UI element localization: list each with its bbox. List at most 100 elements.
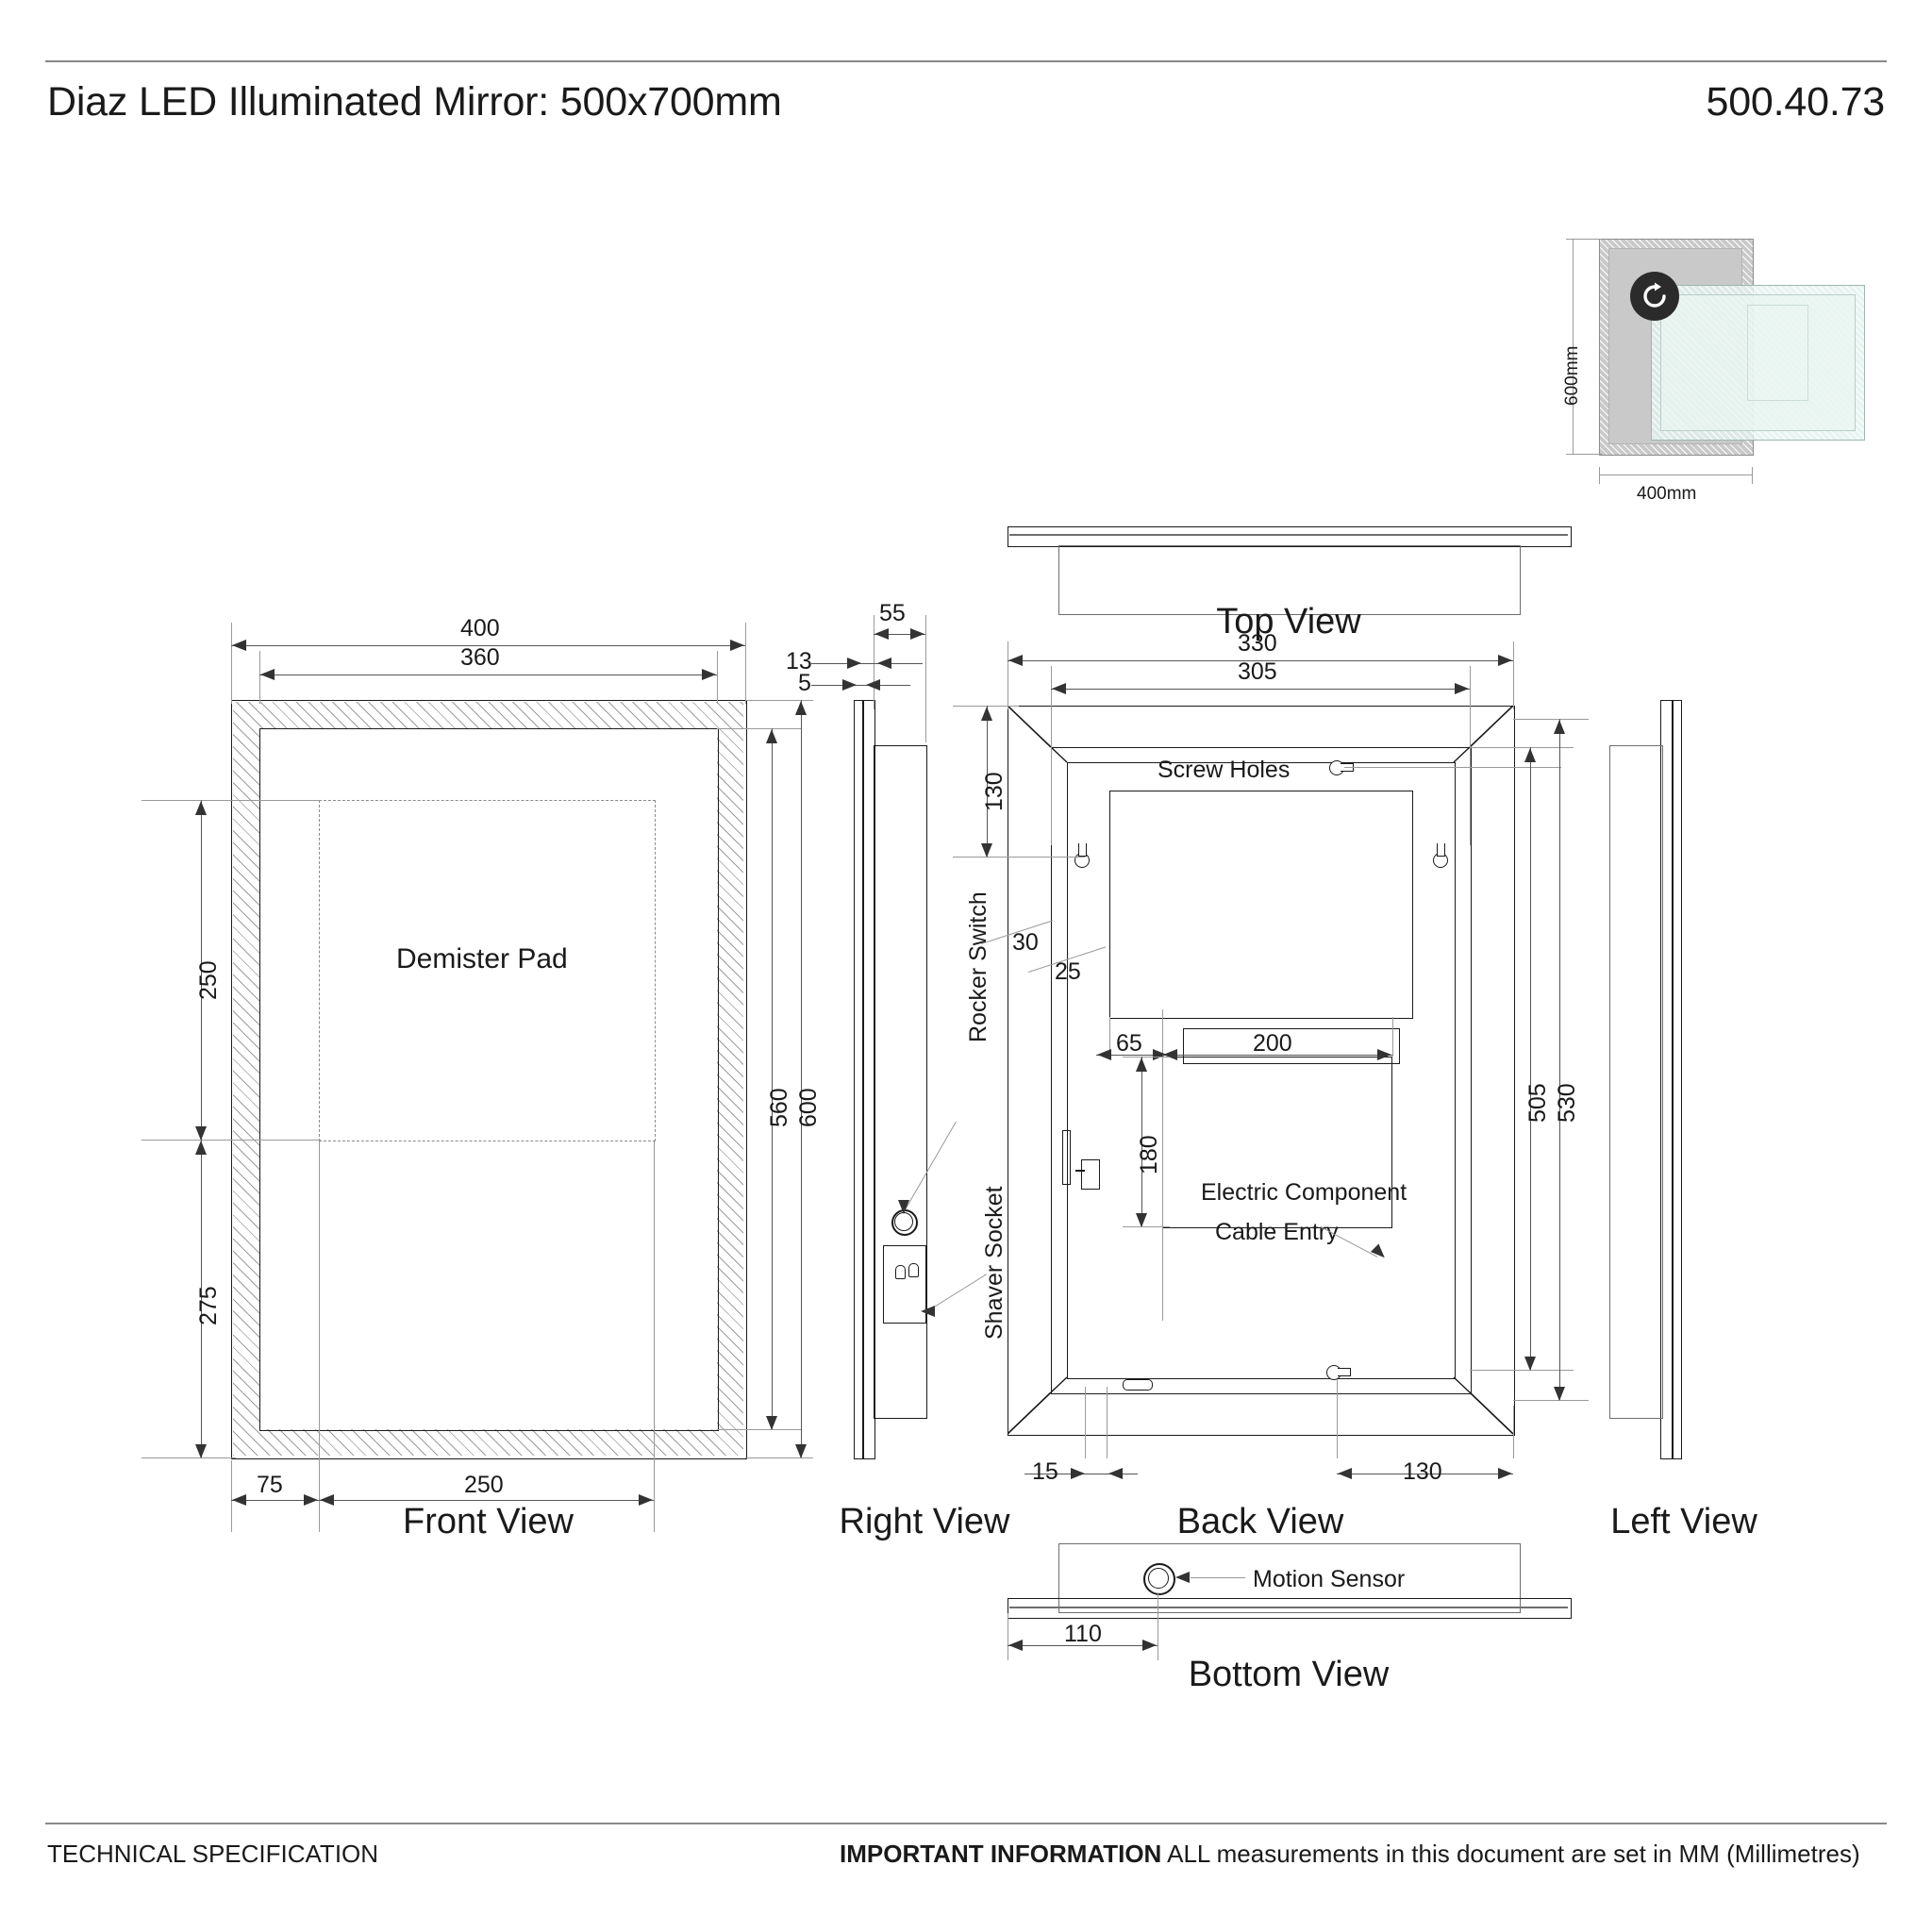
- electric-component-label: Electric Component: [1201, 1179, 1407, 1206]
- back-ext-505-t: [1470, 747, 1574, 748]
- right-dim-13: 13: [786, 648, 812, 675]
- front-arrow-360-left: [260, 669, 275, 680]
- back-ext-530-b: [1513, 1400, 1589, 1401]
- thumbnail-landscape-inner2: [1747, 305, 1808, 401]
- bottom-view: Motion Sensor 110 Bottom View: [1008, 1543, 1572, 1694]
- back-dim-15: 15: [1032, 1458, 1058, 1485]
- front-dimline-250b: [319, 1500, 654, 1502]
- shaver-socket-arrow: [921, 1306, 935, 1317]
- back-bevel-lines2: [1051, 747, 1471, 1393]
- thumbnail-landscape-inner: [1660, 294, 1856, 431]
- back-dimline-130: [987, 706, 989, 857]
- back-arrow-15-b: [1108, 1468, 1123, 1479]
- back-view-title: Back View: [1176, 1502, 1344, 1541]
- back-ext-530-t: [1513, 719, 1589, 720]
- right-ext-55-right: [925, 615, 926, 742]
- back-dimline-305: [1051, 689, 1470, 691]
- back-dimline-330: [1008, 660, 1513, 662]
- back-connector-bar: [1183, 1028, 1400, 1064]
- front-dim-400: 400: [460, 615, 500, 641]
- back-dimline-530: [1559, 719, 1561, 1400]
- front-ext-top-600: [745, 700, 813, 701]
- rotate-icon: [1630, 272, 1679, 321]
- thumb-height-tick-bottom: [1566, 454, 1602, 455]
- back-ext-305-r: [1470, 666, 1471, 845]
- cable-entry-label: Cable Entry: [1215, 1219, 1339, 1245]
- bottom-arrow-110-r: [1142, 1640, 1157, 1651]
- demister-pad-label: Demister Pad: [396, 943, 568, 974]
- top-view-title: Top View: [1216, 602, 1361, 641]
- right-view-title: Right View: [839, 1502, 1010, 1541]
- motion-sensor-inner-icon: [1148, 1568, 1169, 1589]
- left-glass-strip: [1672, 700, 1682, 1459]
- front-ext-250b-right: [654, 1141, 655, 1532]
- footer-note-text: ALL measurements in this document are se…: [1161, 1840, 1860, 1868]
- left-view-title: Left View: [1610, 1502, 1757, 1541]
- back-arrow-505-t: [1524, 748, 1536, 762]
- back-ext-330-r: [1513, 641, 1514, 709]
- thumb-width-tick-left: [1599, 467, 1600, 484]
- back-outer-rect: [1008, 706, 1515, 1436]
- back-arrow-530-b: [1554, 1387, 1565, 1401]
- back-dimline-200: [1162, 1055, 1392, 1057]
- back-view: Electric Component Cable Entry Screw Hol…: [953, 630, 1589, 1541]
- back-ext-130b-r: [1513, 1406, 1514, 1458]
- front-arrow-250b-right: [639, 1494, 653, 1506]
- front-ext-bot-600: [745, 1457, 813, 1458]
- front-ext-75-left: [231, 1460, 232, 1532]
- left-mirror-strip: [1660, 700, 1674, 1459]
- right-dimline-5: [811, 685, 910, 687]
- shaver-socket-pin-b: [908, 1263, 919, 1277]
- front-dim-250b: 250: [464, 1472, 504, 1498]
- front-ext-75-right: [319, 1141, 320, 1532]
- footer-rule: [45, 1823, 1887, 1824]
- right-dim-5: 5: [798, 670, 811, 696]
- back-inner-rect: [1051, 747, 1472, 1394]
- back-arrow-200-r: [1377, 1049, 1391, 1060]
- back-arrow-130-b: [981, 843, 992, 858]
- front-ext-250-top: [142, 800, 321, 801]
- back-dim-30: 30: [1012, 929, 1039, 956]
- front-ext-top-560: [717, 728, 802, 729]
- thumb-height-tick-top: [1566, 239, 1602, 240]
- shaver-socket-pin-a: [895, 1265, 906, 1279]
- right-dim-55: 55: [879, 600, 906, 626]
- front-dimline-400: [231, 645, 745, 647]
- orientation-thumbnail: 600mm 400mm: [1528, 231, 1906, 514]
- back-ext-65-l: [1109, 1017, 1110, 1057]
- back-arrow-180-t: [1136, 1058, 1147, 1072]
- front-view-title: Front View: [403, 1502, 574, 1541]
- back-ext-130b-l: [1337, 1379, 1338, 1458]
- right-arrow-13-a: [847, 658, 861, 669]
- right-arrow-5-a: [842, 679, 857, 691]
- front-ext-bot-560: [717, 1429, 802, 1430]
- shaver-socket-icon: [883, 1245, 926, 1324]
- front-view: Demister Pad 400 360 560 600 250 275 75 …: [0, 0, 849, 1604]
- right-arrow-13-b: [877, 658, 891, 669]
- front-dim-75: 75: [257, 1472, 283, 1498]
- back-ext-180-t: [1123, 1057, 1170, 1058]
- footer-important-label: IMPORTANT INFORMATION: [840, 1840, 1162, 1868]
- back-bevel-lines: [1008, 706, 1514, 1435]
- back-arrow-130b-r: [1498, 1468, 1512, 1479]
- right-body-box: [874, 745, 927, 1419]
- back-dim-200: 200: [1253, 1030, 1292, 1057]
- front-arrow-275-top: [195, 1141, 207, 1155]
- front-arrow-400-left: [232, 640, 246, 651]
- motion-sensor-leader: [1191, 1577, 1245, 1578]
- back-arrow-15-a: [1071, 1468, 1085, 1479]
- back-ext-130-t: [953, 706, 1019, 707]
- bottom-view-edge-strip: [1008, 1598, 1572, 1619]
- back-ext-65-r: [1162, 1009, 1163, 1321]
- thumb-width-tick-right: [1752, 467, 1753, 484]
- front-arrow-600-top: [795, 701, 807, 715]
- front-dimline-560: [772, 728, 774, 1429]
- back-arrow-530-t: [1554, 720, 1565, 734]
- front-arrow-250-top: [195, 801, 207, 815]
- front-dim-360: 360: [460, 644, 500, 671]
- bottom-dimline-110: [1008, 1645, 1158, 1647]
- front-arrow-75-left: [232, 1494, 246, 1506]
- back-cable-knockout: [1123, 1379, 1153, 1391]
- front-outer-frame: [231, 700, 747, 1459]
- left-body-box: [1609, 745, 1663, 1419]
